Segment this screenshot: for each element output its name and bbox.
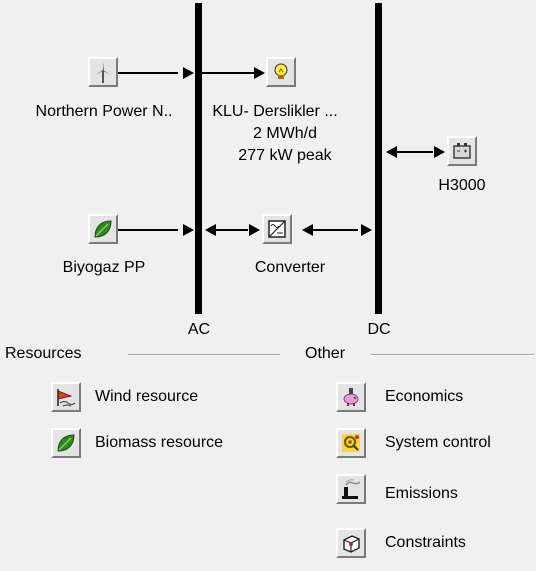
biogas-to-ac-connector — [118, 229, 178, 231]
wind-resource-icon — [57, 389, 76, 407]
ac-bus-label: AC — [187, 321, 211, 338]
converter-icon — [268, 220, 286, 238]
biogas-to-ac-arrowhead — [183, 224, 194, 236]
ac-bus-line — [195, 3, 202, 314]
dc-battery-right-arrowhead — [434, 146, 445, 158]
wind-turbine-button[interactable] — [88, 57, 118, 87]
load-peak-label: 277 kW peak — [238, 147, 332, 164]
biogas-label: Biyogaz PP — [62, 259, 146, 276]
battery-label: H3000 — [438, 177, 486, 194]
converter-dc-left-arrowhead — [302, 224, 313, 236]
ac-to-load-arrowhead — [254, 67, 265, 79]
load-name-label: KLU- Derslikler ... — [212, 103, 338, 120]
ac-converter-right-arrowhead — [249, 224, 260, 236]
ac-converter-left-arrowhead — [205, 224, 216, 236]
leaf-icon — [94, 220, 112, 238]
wind-resource-button[interactable] — [51, 382, 81, 412]
wind-turbine-label: Northern Power N.. — [35, 103, 173, 120]
smokestack-icon — [342, 479, 361, 499]
biogas-button[interactable] — [88, 214, 118, 244]
resources-divider — [128, 354, 280, 356]
wind-resource-label[interactable]: Wind resource — [95, 388, 199, 405]
biomass-leaf-icon — [57, 434, 75, 452]
system-control-label[interactable]: System control — [385, 434, 491, 451]
wind-turbine-icon — [95, 62, 111, 83]
load-energy-label: 2 MWh/d — [252, 125, 317, 142]
ac-to-converter-connector — [214, 229, 248, 231]
cube-icon — [343, 535, 360, 553]
converter-dc-right-arrowhead — [361, 224, 372, 236]
dc-battery-left-arrowhead — [386, 146, 397, 158]
economics-button[interactable] — [336, 382, 366, 412]
dc-to-battery-connector — [395, 151, 433, 153]
wind-to-ac-connector — [118, 72, 178, 74]
constraints-label[interactable]: Constraints — [385, 534, 466, 551]
system-control-icon — [342, 434, 360, 452]
emissions-button[interactable] — [336, 474, 366, 504]
piggy-bank-icon — [343, 388, 359, 406]
wind-to-ac-arrowhead — [183, 67, 194, 79]
converter-to-dc-connector — [311, 229, 358, 231]
converter-button[interactable] — [262, 214, 292, 244]
battery-icon — [453, 143, 471, 159]
dc-bus-line — [375, 3, 382, 314]
battery-button[interactable] — [447, 136, 477, 166]
resources-title: Resources — [5, 345, 82, 362]
economics-label[interactable]: Economics — [385, 388, 464, 405]
light-bulb-icon — [274, 63, 288, 79]
dc-bus-label: DC — [367, 321, 391, 338]
converter-label: Converter — [254, 259, 326, 276]
other-divider — [371, 354, 534, 356]
load-button[interactable] — [266, 57, 296, 87]
system-control-button[interactable] — [336, 428, 366, 458]
biomass-resource-button[interactable] — [51, 428, 81, 458]
constraints-button[interactable] — [336, 528, 366, 558]
other-title: Other — [305, 345, 346, 362]
ac-to-load-connector — [202, 72, 257, 74]
emissions-label[interactable]: Emissions — [385, 485, 458, 502]
biomass-resource-label[interactable]: Biomass resource — [95, 434, 224, 451]
